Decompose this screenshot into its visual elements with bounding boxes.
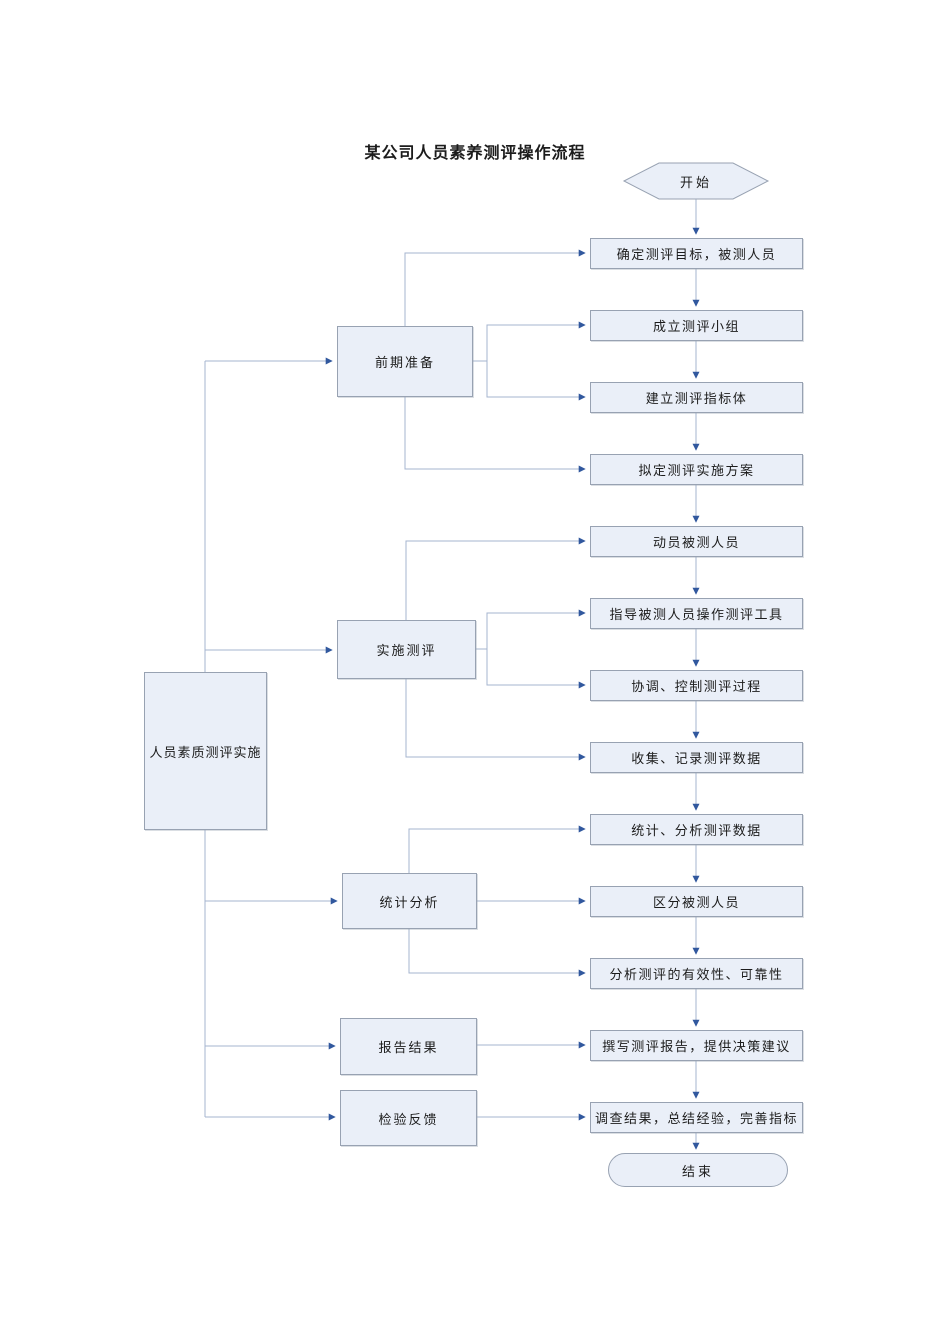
step-node: 调查结果，总结经验，完善指标 [590,1102,803,1133]
root-node: 人员素质测评实施 [144,672,267,830]
step-node: 建立测评指标体 [590,382,803,413]
phase-node-report: 报告结果 [340,1018,477,1075]
step-node: 收集、记录测评数据 [590,742,803,773]
phase-node-implementation: 实施测评 [337,620,476,679]
page-title: 某公司人员素养测评操作流程 [364,145,586,162]
step-node: 成立测评小组 [590,310,803,341]
step-node: 分析测评的有效性、可靠性 [590,958,803,989]
step-node: 撰写测评报告，提供决策建议 [590,1030,803,1061]
phase-node-preparation: 前期准备 [337,326,473,397]
phase-node-analysis: 统计分析 [342,873,477,929]
phase-node-feedback: 检验反馈 [340,1090,477,1146]
start-node: 开始 [679,174,712,190]
start-hexagon [622,162,770,200]
step-node: 拟定测评实施方案 [590,454,803,485]
step-node: 统计、分析测评数据 [590,814,803,845]
end-node: 结束 [608,1153,788,1187]
step-node: 动员被测人员 [590,526,803,557]
step-node: 区分被测人员 [590,886,803,917]
step-node: 指导被测人员操作测评工具 [590,598,803,629]
step-node: 协调、控制测评过程 [590,670,803,701]
step-node: 确定测评目标，被测人员 [590,238,803,269]
